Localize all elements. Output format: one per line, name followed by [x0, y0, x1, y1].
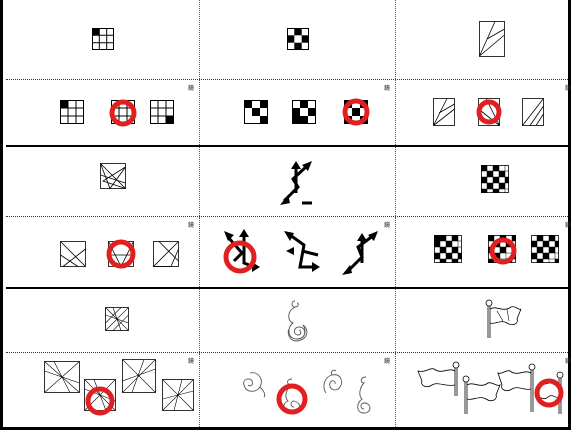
prompt-cell-star [6, 147, 200, 216]
arrow-option-3[interactable] [340, 227, 384, 279]
triangle-option-2[interactable] [478, 98, 500, 126]
grid-3x3-figure [92, 28, 114, 50]
checker-option-2[interactable] [292, 100, 316, 124]
options-cell-snake: 鏡 [200, 353, 396, 427]
options-cell-checker: 鏡 [200, 80, 396, 145]
prompt-row-2 [6, 147, 568, 217]
star-square-figure [100, 163, 126, 189]
star-option-1[interactable] [60, 241, 86, 267]
mirror-mark: 鏡 [565, 356, 571, 365]
flag-option-4[interactable] [534, 371, 564, 415]
prompt-cell-triangle [396, 0, 568, 79]
prompt-cell-checker [200, 0, 396, 79]
options-cell-pixel: 鏡 [396, 217, 568, 287]
checker-option-3[interactable] [344, 100, 368, 124]
prompt-cell-flag [396, 289, 568, 352]
mirror-mark: 鏡 [384, 83, 390, 92]
prompt-row-1 [6, 0, 568, 80]
triangulated-option-4[interactable] [162, 379, 194, 411]
options-row-1: 鏡 鏡 [6, 80, 568, 147]
snake-option-4[interactable] [352, 375, 374, 415]
mirror-mark: 鏡 [384, 356, 390, 365]
grid-option-3[interactable] [150, 100, 174, 124]
snake-option-2[interactable] [276, 377, 308, 413]
flag-option-3[interactable] [496, 363, 536, 413]
options-cell-grid: 鏡 [6, 80, 200, 145]
triangulated-square-figure [105, 307, 129, 331]
options-cell-arrow: 鏡 [200, 217, 396, 287]
options-cell-triangle: 鏡 [396, 80, 568, 145]
prompt-cell-snake [200, 289, 396, 352]
mirror-mark: 鏡 [188, 356, 194, 365]
mirror-mark: 鏡 [188, 83, 194, 92]
mirror-mark: 鏡 [188, 220, 194, 229]
snake-option-3[interactable] [320, 367, 346, 397]
mirror-mark: 鏡 [384, 220, 390, 229]
snake-spiral-figure [285, 299, 309, 343]
pixel-option-2[interactable] [488, 235, 516, 263]
pixel-option-3[interactable] [531, 235, 559, 263]
snake-option-1[interactable] [240, 369, 268, 399]
triangle-option-3[interactable] [522, 98, 544, 126]
grid-option-1[interactable] [60, 100, 84, 124]
mirror-mark: 鏡 [565, 220, 571, 229]
flag-on-pole-figure [485, 299, 523, 339]
flag-option-1[interactable] [416, 359, 460, 397]
prompt-cell-arrow [200, 147, 396, 216]
prompt-cell-pixel [396, 147, 568, 216]
pixel-option-1[interactable] [434, 235, 462, 263]
prompt-cell-grid [6, 0, 200, 79]
grid-option-2[interactable] [111, 100, 135, 124]
checker-3x3-figure [287, 28, 309, 50]
options-row-2: 鏡 鏡 [6, 217, 568, 289]
checker-option-1[interactable] [244, 100, 268, 124]
double-arrow-figure [278, 157, 318, 209]
triangulated-option-2[interactable] [84, 379, 116, 411]
triangulated-option-1[interactable] [44, 361, 80, 393]
triangulated-option-3[interactable] [122, 359, 156, 393]
options-cell-flag: 鏡 [396, 353, 568, 427]
arrow-option-2[interactable] [282, 227, 326, 279]
star-option-3[interactable] [153, 241, 179, 267]
triangle-option-1[interactable] [433, 98, 455, 126]
pixel-grid-figure [481, 165, 509, 193]
options-cell-triangulated: 鏡 [6, 353, 200, 427]
options-cell-star: 鏡 [6, 217, 200, 287]
arrow-option-1[interactable] [220, 227, 266, 279]
mirror-mark: 鏡 [565, 83, 571, 92]
prompt-row-3 [6, 289, 568, 353]
triangle-square-figure [479, 21, 505, 57]
prompt-cell-triangulated [6, 289, 200, 352]
options-row-3: 鏡 鏡 [6, 353, 568, 427]
star-option-2[interactable] [108, 241, 134, 267]
